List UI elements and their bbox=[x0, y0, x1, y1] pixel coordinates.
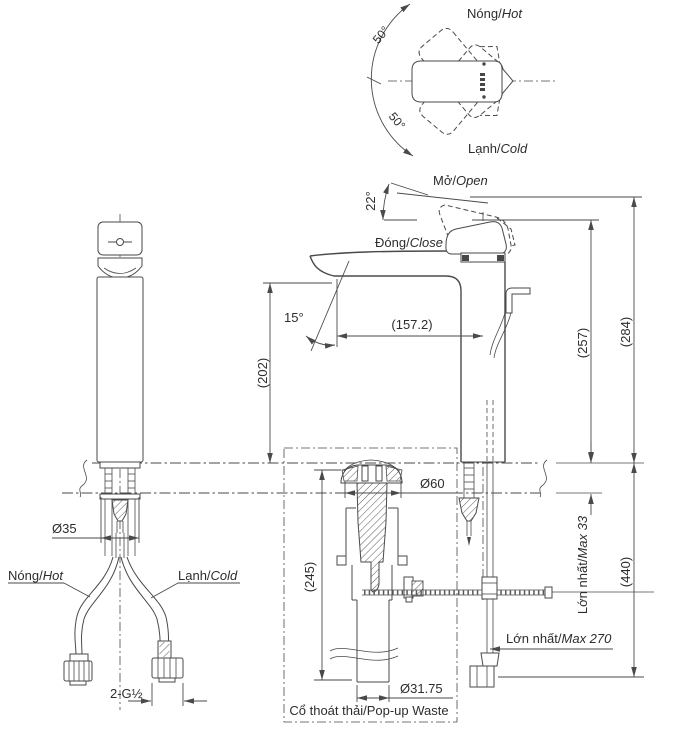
top-view-handle: 50° 50° Nóng/Hot Lạnh/Cold bbox=[366, 3, 556, 157]
dim-max-hose-270: Lớn nhất/Max 270 bbox=[490, 631, 613, 652]
top-cold-label: Lạnh/Cold bbox=[468, 141, 528, 156]
cold-hose bbox=[120, 556, 184, 683]
popup-waste-box bbox=[283, 447, 458, 723]
top-hot-label: Nóng/Hot bbox=[467, 6, 523, 21]
max-hose-label: Lớn nhất/Max 270 bbox=[506, 631, 612, 646]
tail-dia-label: Ø31.75 bbox=[400, 681, 443, 696]
lever-open-dashed bbox=[438, 204, 516, 256]
close-label: Đóng/Close bbox=[375, 235, 443, 250]
lever-closed bbox=[445, 221, 507, 263]
shank-dia-label: Ø35 bbox=[52, 521, 77, 536]
dim-popup-height-245: (245) bbox=[302, 469, 352, 681]
rod-clamp bbox=[481, 576, 498, 600]
popup-height-label: (245) bbox=[302, 562, 317, 592]
swing-angle-top: 50° bbox=[370, 23, 393, 46]
below-total-label: (440) bbox=[618, 557, 633, 587]
thread-label: 2-G½ bbox=[110, 686, 143, 701]
spout-top-edge bbox=[309, 250, 453, 257]
swing-angle-bottom: 50° bbox=[386, 110, 409, 133]
front-washer bbox=[99, 493, 141, 500]
front-mounting-threads bbox=[99, 468, 141, 558]
dim-handle-height-257: (257) bbox=[472, 219, 599, 463]
front-view-faucet bbox=[63, 214, 184, 710]
front-hot-label: Nóng/Hot bbox=[8, 568, 64, 583]
spout-angle-label: 15° bbox=[284, 310, 304, 325]
dim-shank-dia-35: Ø35 bbox=[52, 497, 140, 543]
popup-waste-label: Cổ thoát thải/Pop-up Waste bbox=[289, 703, 448, 718]
side-supply-tube bbox=[469, 400, 500, 688]
cold-hose-fitting bbox=[159, 642, 170, 657]
dim-thread-g12: 2-G½ bbox=[110, 683, 207, 706]
flange-dia-label: Ø60 bbox=[420, 476, 445, 491]
lever-cap-base bbox=[460, 252, 506, 263]
popup-lift-rod-horizontal bbox=[362, 586, 654, 599]
dim-below-total-440: (440) bbox=[498, 463, 644, 678]
dim-lever-angle-22: 22° bbox=[363, 182, 429, 221]
popup-tail-pipe bbox=[329, 600, 399, 683]
break-squiggle-right bbox=[539, 459, 548, 498]
supply-nut bbox=[469, 665, 495, 688]
lever-angle-label: 22° bbox=[363, 191, 378, 211]
dim-max-deck-33: Lớn nhất/Max 33 bbox=[575, 441, 594, 614]
popup-plug-section bbox=[356, 482, 388, 593]
front-base-flange bbox=[99, 461, 141, 469]
open-label: Mở/Open bbox=[433, 173, 488, 188]
break-squiggle-left bbox=[79, 459, 88, 498]
side-body-fill bbox=[310, 251, 505, 462]
popup-ball-joint bbox=[403, 576, 424, 603]
front-cone-nut bbox=[112, 500, 128, 521]
popup-rod-handle bbox=[489, 287, 531, 359]
popup-waste-assembly bbox=[329, 459, 654, 683]
dim-flange-dia-60: Ø60 bbox=[344, 476, 452, 498]
hot-hose bbox=[63, 556, 120, 686]
front-cold-label: Lạnh/Cold bbox=[178, 568, 238, 583]
cold-hose-nut bbox=[151, 657, 184, 679]
reach-label: (157.2) bbox=[391, 317, 432, 332]
spout-height-label: (202) bbox=[255, 358, 270, 388]
open-close-labels: Mở/Open Đóng/Close bbox=[375, 173, 489, 250]
swing-arc bbox=[370, 3, 414, 157]
front-body-column bbox=[96, 276, 144, 463]
annotations: Mở/Open Đóng/Close 22° 15° (157.2) (202) bbox=[8, 173, 644, 718]
dim-tail-dia-3175: Ø31.75 bbox=[356, 681, 453, 702]
side-view-faucet bbox=[309, 204, 531, 688]
dim-spout-height-202: (202) bbox=[255, 282, 332, 463]
hot-hose-nut bbox=[63, 660, 93, 682]
handle-center-position bbox=[411, 60, 514, 103]
front-hose-labels: Nóng/Hot Lạnh/Cold bbox=[8, 568, 240, 599]
popup-outer-tube bbox=[336, 507, 408, 601]
dim-open-height-284: (284) bbox=[470, 196, 642, 463]
spout-underside-and-left-edge bbox=[309, 255, 462, 462]
open-height-label: (284) bbox=[618, 317, 633, 347]
max-deck-label: Lớn nhất/Max 33 bbox=[575, 515, 590, 614]
dim-reach-157: (157.2) bbox=[337, 317, 483, 339]
side-mounting-stud bbox=[458, 462, 480, 546]
handle-height-label: (257) bbox=[575, 328, 590, 358]
handle-screw-icon bbox=[116, 238, 124, 246]
